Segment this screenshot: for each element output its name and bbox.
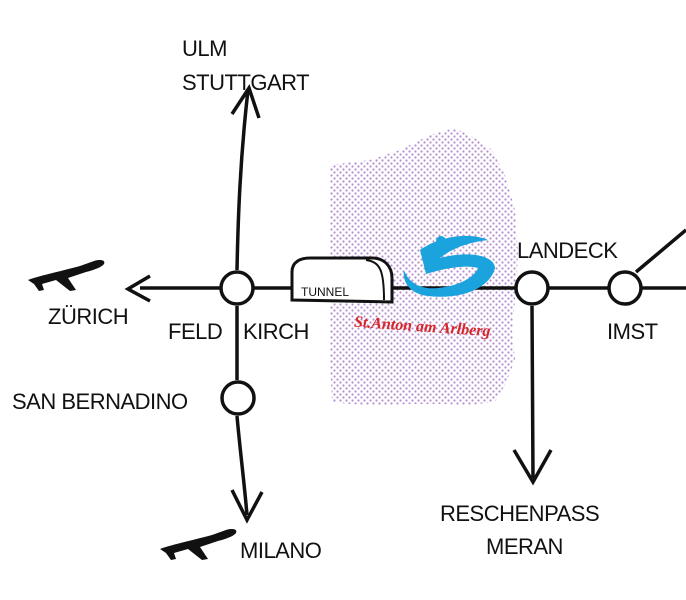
city-label-milano: MILANO <box>240 538 322 563</box>
station-landeck <box>514 270 550 306</box>
route-northeast-imst <box>634 228 686 274</box>
logo-dot <box>436 236 446 246</box>
tunnel-graphic: TUNNEL <box>290 256 394 304</box>
city-label-stuttgart: STUTTGART <box>182 70 309 95</box>
city-label-meran: MERAN <box>486 534 563 559</box>
city-label-ulm: ULM <box>182 36 227 61</box>
route-south-milano-2 <box>235 415 249 516</box>
tunnel-label: TUNNEL <box>301 285 349 299</box>
station-feldkirch <box>219 270 255 306</box>
arrow-north-ulm <box>230 84 261 119</box>
airplane-icon <box>28 260 105 291</box>
airplane-icon <box>160 529 237 560</box>
station-san-bernadino <box>220 380 256 416</box>
route-south-reschenpass <box>530 305 535 479</box>
arrow-south-milano <box>230 489 264 524</box>
city-label-zurich: ZÜRICH <box>48 304 128 329</box>
arrow-west-zurich <box>124 274 151 303</box>
station-imst <box>607 270 643 306</box>
arrow-south-reschenpass <box>512 449 553 486</box>
city-label-imst: IMST <box>607 319 658 344</box>
city-label-feld: FELD <box>168 319 222 344</box>
arlberg-region <box>330 128 518 405</box>
city-label-kirch: KIRCH <box>243 319 309 344</box>
city-label-reschenpass: RESCHENPASS <box>440 501 599 526</box>
logo-swoosh <box>403 235 495 297</box>
city-label-landeck: LANDECK <box>517 238 618 263</box>
route-north-ulm <box>235 89 250 271</box>
city-label-san-bernadino: SAN BERNADINO <box>12 389 188 414</box>
